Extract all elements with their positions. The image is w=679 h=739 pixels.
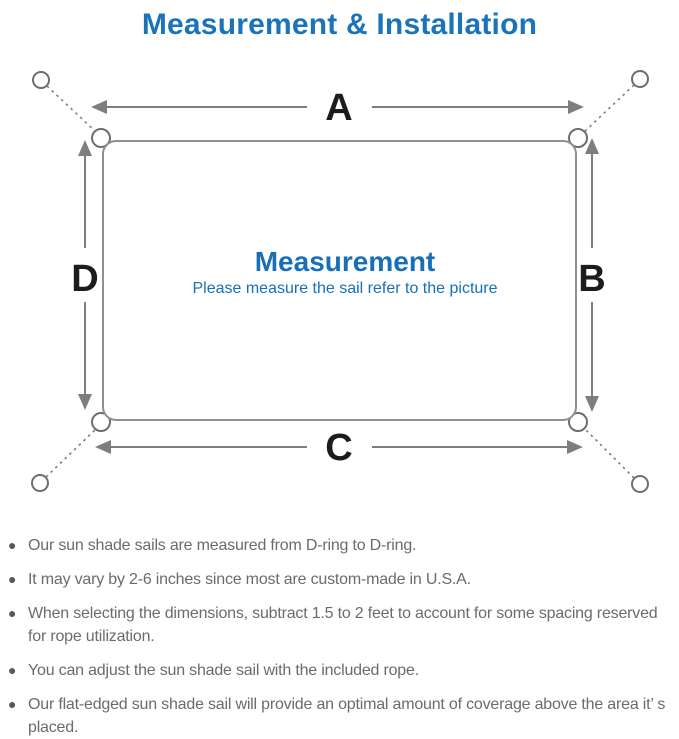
arrowhead-right-icon (568, 100, 584, 114)
note-text: It may vary by 2-6 inches since most are… (28, 571, 471, 588)
arrowhead-left-icon (91, 100, 107, 114)
anchor-ring-icon-bottom-right (631, 475, 649, 493)
d-ring-icon-bottom-right (568, 412, 588, 432)
arrowhead-left-icon (95, 440, 111, 454)
diagram-center-subtitle: Please measure the sail refer to the pic… (192, 280, 497, 297)
rope-dashed-line-top-right (583, 84, 635, 133)
note-text: You can adjust the sun shade sail with t… (28, 662, 419, 679)
anchor-ring-icon-bottom-left (31, 474, 49, 492)
bullet-icon: ● (8, 571, 17, 587)
d-ring-icon-top-left (91, 128, 111, 148)
anchor-ring-icon-top-right (631, 70, 649, 88)
bullet-icon: ● (8, 537, 17, 553)
dim-label-b: B (578, 258, 605, 300)
list-item: ● Our sun shade sails are measured from … (8, 534, 675, 557)
note-text: Our sun shade sails are measured from D-… (28, 537, 417, 554)
note-text: When selecting the dimensions, subtract … (28, 605, 658, 645)
sail-outline (102, 140, 577, 421)
list-item: ● When selecting the dimensions, subtrac… (8, 602, 675, 648)
bullet-icon: ● (8, 605, 17, 621)
list-item: ● You can adjust the sun shade sail with… (8, 659, 675, 682)
dim-label-d: D (71, 258, 98, 300)
notes-list: ● Our sun shade sails are measured from … (0, 534, 679, 739)
rope-dashed-line-top-left (46, 85, 97, 133)
rope-dashed-line-bottom-right (583, 427, 635, 479)
arrowhead-down-icon (585, 396, 599, 412)
arrowhead-up-icon (78, 140, 92, 156)
arrowhead-up-icon (585, 138, 599, 154)
d-ring-icon-bottom-left (91, 412, 111, 432)
rope-dashed-line-bottom-left (45, 428, 97, 478)
arrowhead-down-icon (78, 394, 92, 410)
measurement-diagram: A C D B Measurement Please measure the s… (31, 70, 649, 493)
anchor-ring-icon-top-left (32, 71, 50, 89)
list-item: ● It may vary by 2-6 inches since most a… (8, 568, 675, 591)
list-item: ● Our flat-edged sun shade sail will pro… (8, 693, 675, 739)
dim-label-c: C (325, 427, 352, 469)
page-title: Measurement & Installation (141, 8, 538, 41)
bullet-icon: ● (8, 662, 17, 678)
d-ring-icon-top-right (568, 128, 588, 148)
dim-label-a: A (325, 87, 352, 129)
note-text: Our flat-edged sun shade sail will provi… (28, 696, 666, 736)
bullet-icon: ● (8, 696, 17, 712)
diagram-center-title: Measurement (255, 246, 436, 277)
arrowhead-right-icon (567, 440, 583, 454)
